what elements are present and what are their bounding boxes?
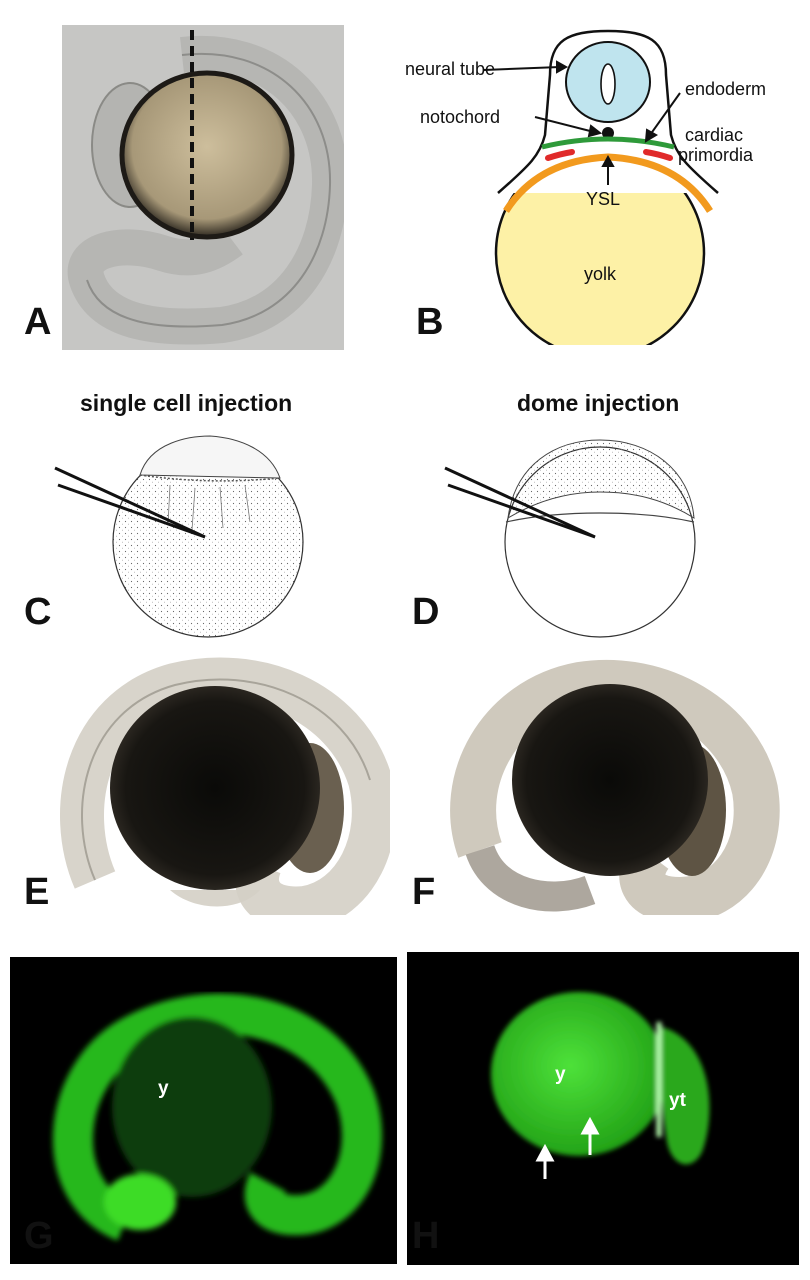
blastoderm-dome: [507, 439, 695, 519]
panel-c-title: single cell injection: [80, 390, 293, 416]
panel-e-image: [55, 650, 390, 915]
label-notochord: notochord: [420, 107, 500, 127]
label-yolk: yolk: [584, 264, 617, 284]
label-yt: yt: [669, 1090, 687, 1111]
arrow-1: [535, 1143, 555, 1179]
embryo-fluorescent-body: [53, 993, 382, 1241]
panel-f-image: [440, 650, 780, 915]
panel-a: [62, 25, 344, 350]
panel-e-label: E: [24, 871, 50, 913]
label-y: y: [158, 1078, 169, 1099]
injection-needle: [444, 466, 596, 539]
panel-d-drawing: [444, 439, 696, 638]
embryo-body: [450, 659, 780, 915]
endoderm: [541, 136, 675, 150]
label-y: y: [555, 1064, 566, 1085]
label-endoderm: endoderm: [685, 79, 766, 99]
yolk-fluorescent: [491, 992, 667, 1156]
notochord: [602, 127, 614, 139]
yolk-ball: [110, 686, 320, 890]
yolk-fluorescent: [112, 1017, 272, 1197]
cardiac-primordia-right: [643, 149, 673, 161]
panel-b-diagram: neural tube endoderm notochord cardiac p…: [405, 29, 766, 345]
panel-a-image: [62, 25, 344, 350]
label-neural-tube: neural tube: [405, 59, 495, 79]
panel-a-label: A: [24, 301, 52, 343]
panel-g-label: G: [24, 1215, 54, 1257]
neural-tube-lumen: [600, 63, 616, 105]
panel-c-label: C: [24, 591, 52, 633]
panel-d-label: D: [412, 591, 440, 633]
panel-g-image: y: [10, 957, 397, 1264]
label-ysl: YSL: [586, 189, 620, 209]
panel-d-title: dome injection: [517, 390, 680, 416]
panel-c-drawing: [54, 435, 304, 638]
injection-needle: [54, 466, 206, 539]
yolk-tube: [659, 1027, 710, 1165]
label-cardiac-line1: cardiac: [685, 125, 743, 145]
arrow-2: [580, 1116, 600, 1155]
cardiac-primordia-left: [545, 149, 575, 161]
panel-h-label: H: [412, 1215, 440, 1257]
head-bright-spot: [104, 1174, 176, 1230]
panel-f-label: F: [412, 871, 436, 913]
label-cardiac-line2: primordia: [678, 145, 754, 165]
cell-dome: [139, 435, 281, 479]
panel-h-image: y yt: [407, 952, 799, 1265]
yolk-ball: [119, 70, 295, 240]
panel-b-label: B: [416, 301, 444, 343]
yolk-ball: [512, 684, 708, 876]
